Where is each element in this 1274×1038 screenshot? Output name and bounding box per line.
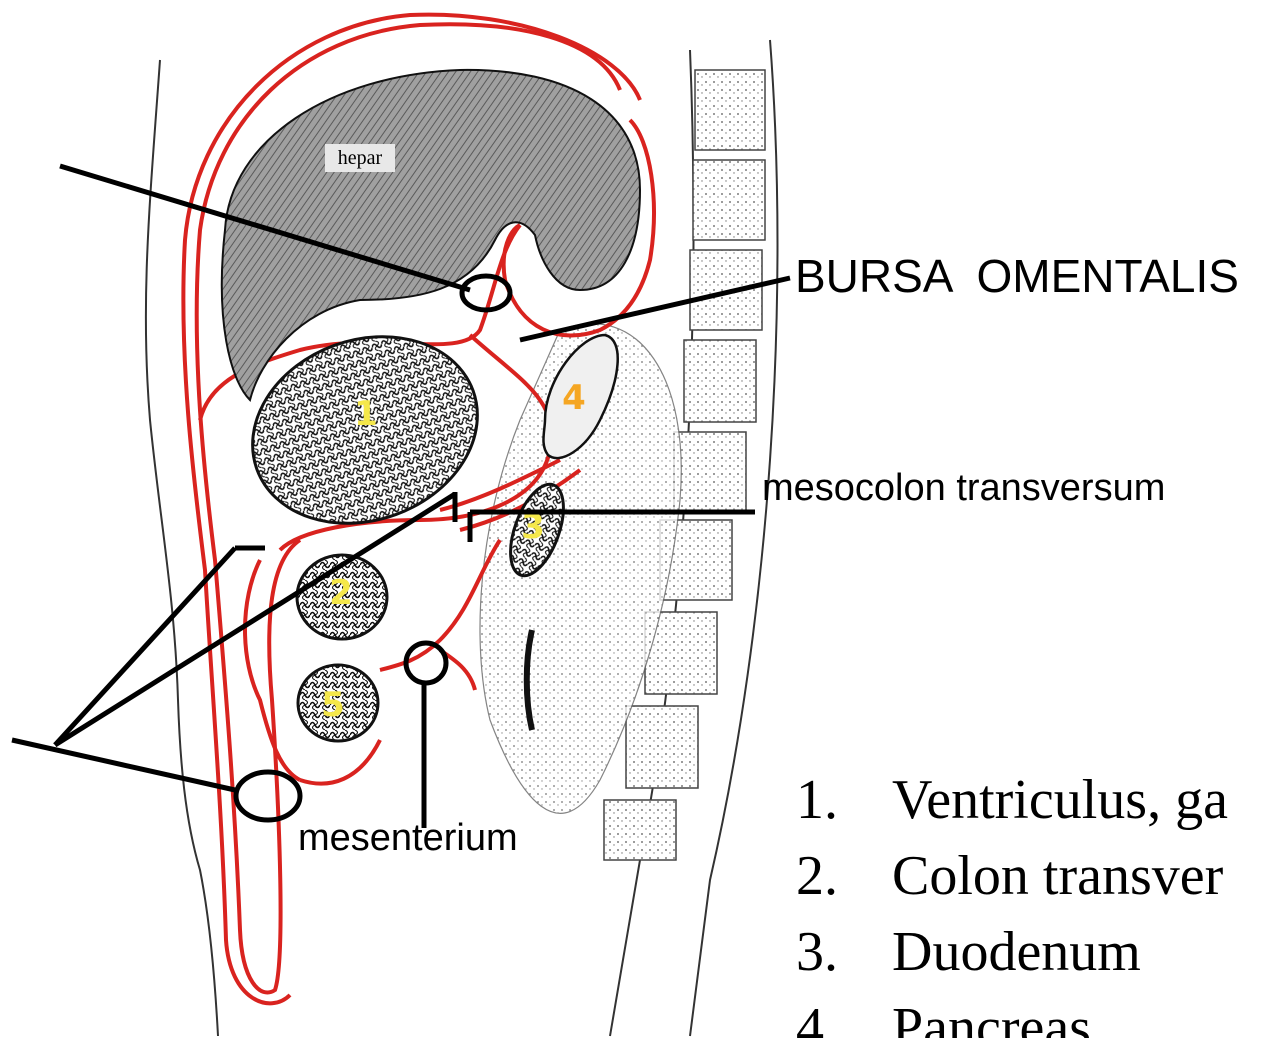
organ-legend: 1.Ventriculus, ga 2.Colon transver 3.Duo… [796,762,1274,1038]
legend-text: Duodenum [892,921,1141,983]
legend-text: Colon transver [892,845,1223,907]
organ-number-2: 2 [329,573,353,613]
legend-number: 2. [796,838,892,914]
mesenterium-label: mesenterium [298,817,518,859]
legend-item: 2.Colon transver [796,838,1274,914]
organ-number-1: 1 [354,394,378,434]
legend-text: Ventriculus, ga [892,769,1228,831]
hepar-label: hepar [338,147,383,169]
organ-number-4: 4 [562,378,586,418]
bursa-omentalis-label: BURSA OMENTALIS [795,250,1239,302]
legend-number: 1. [796,762,892,838]
organ-number-5: 5 [321,685,345,725]
legend-item: 3.Duodenum [796,914,1274,990]
legend-number: 3. [796,914,892,990]
legend-text: Pancreas [892,997,1091,1038]
legend-item: 4.Pancreas [796,990,1274,1038]
abdominal-wall-outline [146,60,218,1036]
legend-item: 1.Ventriculus, ga [796,762,1274,838]
mesocolon-transversum-label: mesocolon transversum [762,467,1165,509]
legend-number: 4. [796,990,892,1038]
